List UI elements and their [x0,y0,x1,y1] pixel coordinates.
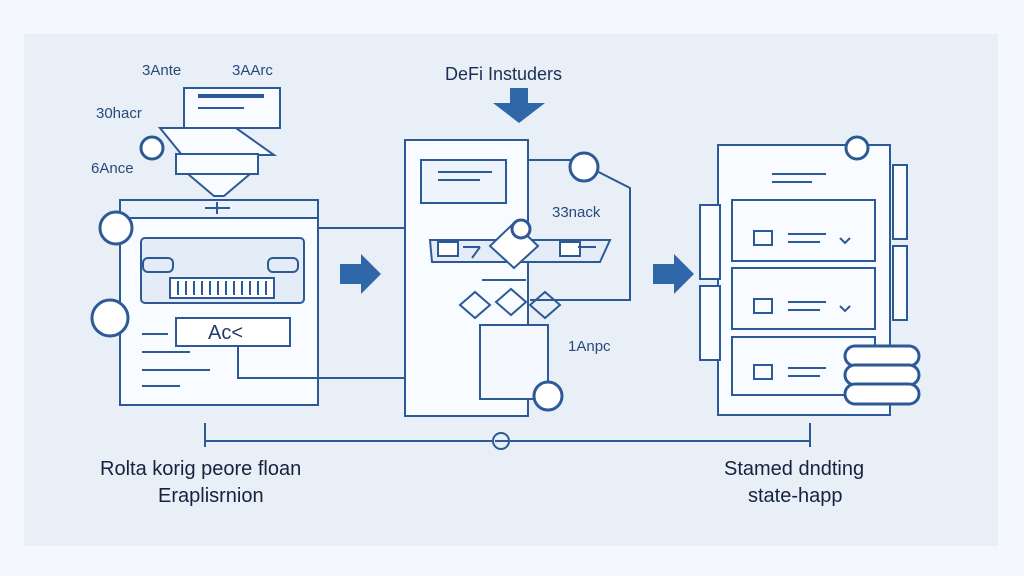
left-label-1: 3Ante [142,62,182,79]
gear-icon [98,210,134,246]
middle-icons [510,151,600,412]
middle-panel [404,139,631,417]
globe-icon [568,151,600,183]
medal-icon [844,135,870,161]
target-icon [90,298,130,338]
left-label-2: 3AArc [232,62,273,79]
users-icon [532,380,564,412]
left-box-text: Ac< [208,322,244,344]
right-arrow-icon [653,254,694,294]
bottom-connector [204,423,811,450]
down-arrow-icon [493,88,545,123]
person-icon [510,218,532,240]
middle-label-top: 33nack [552,204,601,221]
left-label-3: 30hacr [96,105,142,122]
caption-left-line-2: Eraplisrnion [158,485,264,507]
caption-left-line-1: Rolta korig peore floan [100,458,302,480]
right-arrow-icon [340,254,381,294]
right-icons [843,135,921,406]
caption-right-line-1: Stamed dndting [724,458,865,480]
stack-icon [843,344,921,368]
diagram-title: DeFi Instuders [445,64,563,84]
caption-right-line-2: state-happ [748,485,843,507]
left-label-4: 6Ance [91,160,134,177]
user-badge-icon [139,135,165,161]
diagram-arrows [340,88,694,294]
left-icons [90,135,165,338]
left-panel [119,199,520,406]
left-stack [157,87,281,197]
middle-label-bottom: 1Anpc [568,338,611,355]
